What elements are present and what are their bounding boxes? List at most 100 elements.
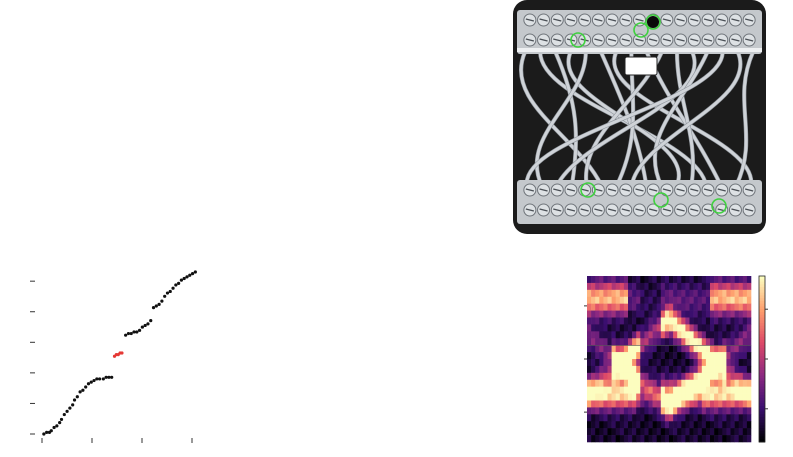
heatmap-cell: [701, 331, 707, 339]
heatmap-cell: [660, 421, 666, 429]
heatmap-cell: [587, 393, 592, 401]
heatmap-cell: [693, 352, 698, 360]
heatmap-cell: [652, 407, 657, 415]
heatmap-cell: [677, 435, 682, 443]
heatmap-cell: [681, 386, 686, 394]
screw-slot: [649, 208, 658, 212]
heatmap-cell: [619, 359, 625, 367]
heatmap-cell: [656, 359, 662, 367]
screw-slot: [703, 18, 713, 22]
heatmap-cell: [681, 435, 686, 443]
heatmap-cell: [664, 352, 670, 360]
heatmap-cell: [591, 372, 596, 381]
heatmap-cell: [664, 289, 670, 298]
heatmap-cell: [705, 317, 711, 325]
heatmap-cell: [730, 365, 735, 374]
heatmap-cell: [738, 414, 744, 422]
heatmap-cell: [636, 331, 641, 339]
colorbar-segment: [759, 356, 765, 360]
heatmap-cell: [664, 435, 670, 443]
heatmap-cell: [693, 428, 698, 436]
heatmap-cell: [701, 296, 707, 304]
screw-slot: [690, 208, 699, 212]
heatmap-cell: [697, 372, 703, 381]
heatmap-cell: [746, 345, 752, 353]
heatmap-cell: [705, 324, 711, 332]
heatmap-cell: [697, 276, 703, 284]
heatmap-cell: [738, 338, 744, 346]
colorbar-segment: [759, 345, 765, 349]
screw-slot: [662, 208, 672, 212]
heatmap-cell: [685, 338, 690, 346]
heatmap-cell: [628, 386, 633, 394]
heatmap-cell: [689, 400, 694, 408]
screw-slot: [525, 208, 535, 212]
heatmap-cell: [718, 331, 723, 339]
heatmap-cell: [660, 435, 666, 443]
heatmap-cell: [648, 317, 653, 325]
heatmap-cell: [640, 407, 645, 415]
heatmap-cell: [640, 428, 645, 436]
heatmap-cell: [644, 331, 649, 339]
heatmap-cell: [615, 407, 621, 415]
heatmap-cell: [644, 352, 649, 360]
screw-slot: [649, 38, 658, 42]
heatmap-cell: [722, 310, 727, 318]
heatmap-cell: [734, 338, 739, 346]
heatmap-cell: [648, 324, 653, 332]
colorbar-segment: [759, 287, 765, 291]
heatmap-cell: [701, 379, 707, 387]
heatmap-cell: [636, 296, 641, 304]
screw-slot: [594, 38, 603, 42]
heatmap-cell: [603, 393, 608, 401]
heatmap-cell: [693, 365, 698, 374]
heatmap-cell: [722, 296, 727, 304]
heatmap-cell: [595, 276, 600, 284]
heatmap-cell: [693, 303, 698, 311]
heatmap-cell: [591, 386, 596, 394]
heatmap-cell: [734, 372, 739, 381]
data-point: [146, 322, 150, 326]
heatmap-cell: [591, 317, 596, 325]
colorbar-segment: [759, 378, 765, 382]
heatmap-cell: [648, 400, 653, 408]
heatmap-cell: [746, 289, 752, 298]
heatmap-cell: [595, 345, 600, 353]
heatmap-cell: [587, 379, 592, 387]
heatmap-cell: [656, 435, 662, 443]
heatmap-cell: [681, 303, 686, 311]
heatmap-cell: [664, 359, 670, 367]
heatmap-cell: [648, 365, 653, 374]
heatmap-cell: [640, 365, 645, 374]
heatmap-cell: [632, 372, 637, 381]
heatmap-cell: [726, 289, 731, 298]
colorbar-segment: [759, 303, 765, 307]
heatmap-cell: [689, 276, 694, 284]
colorbar-segment: [759, 284, 765, 288]
heatmap-cell: [669, 303, 674, 311]
bottom-terminal-block-body: [517, 180, 762, 224]
heatmap-cell: [595, 359, 600, 367]
heatmap-cell: [603, 379, 608, 387]
screw-slot: [580, 208, 589, 212]
heatmap-cell: [726, 400, 731, 408]
heatmap-cell: [701, 310, 707, 318]
heatmap-cell: [722, 365, 727, 374]
heatmap-cell: [669, 379, 674, 387]
heatmap-cell: [595, 414, 600, 422]
heatmap-cell: [697, 331, 703, 339]
top-terminal-block-body: [517, 10, 762, 54]
heatmap-cell: [730, 296, 735, 304]
heatmap-cell: [669, 428, 674, 436]
heatmap-cell: [648, 428, 653, 436]
heatmap-cell: [615, 393, 621, 401]
heatmap-cell: [640, 324, 645, 332]
colorbar-segment: [759, 342, 765, 346]
heatmap-cell: [615, 372, 621, 381]
heatmap-cell: [738, 296, 744, 304]
heatmap-cell: [636, 345, 641, 353]
heatmap-cell: [664, 379, 670, 387]
colorbar-segment: [759, 417, 765, 421]
screw-slot: [717, 188, 726, 192]
heatmap-cell: [648, 345, 653, 353]
